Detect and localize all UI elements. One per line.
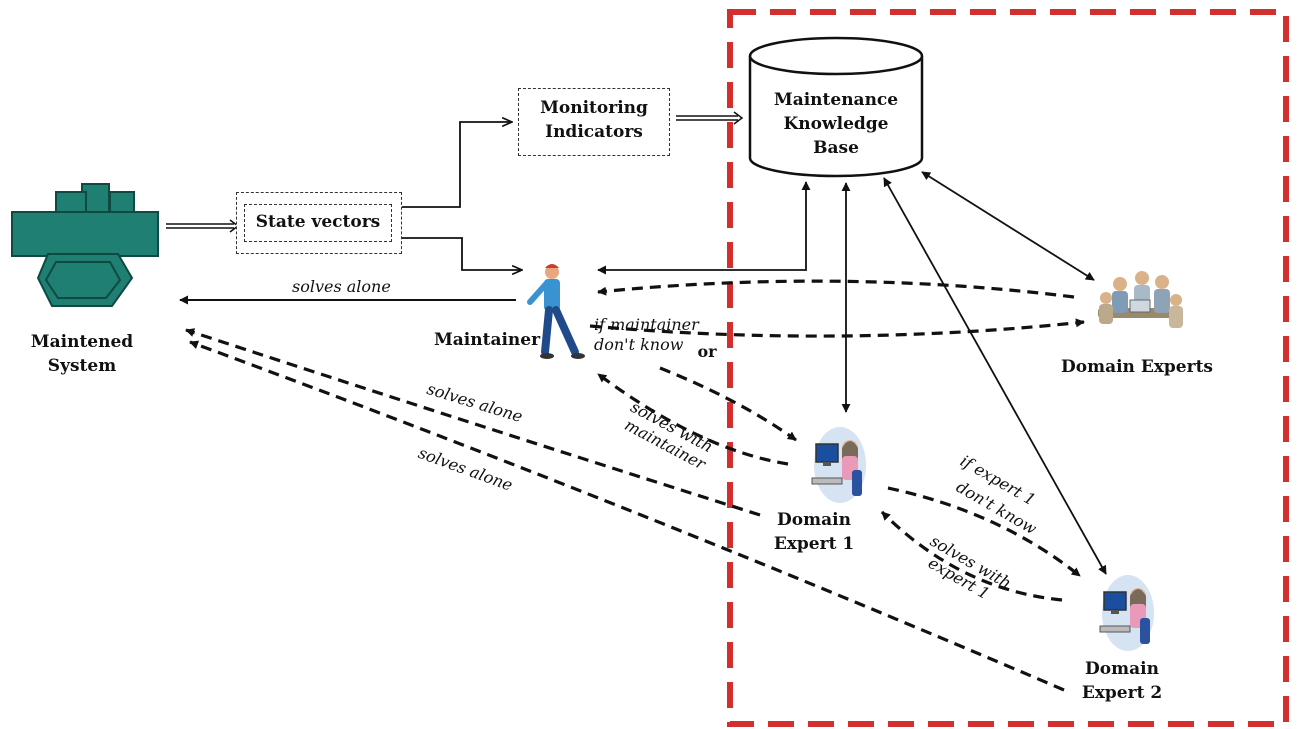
kb-expert2-link xyxy=(883,177,1107,575)
walking-worker-icon xyxy=(527,264,585,359)
if-maintainer-label-2: don't know xyxy=(594,335,684,354)
expert1-to-maintainer-arrow xyxy=(597,372,789,466)
monitoring-indicators-label: Monitoring Indicators xyxy=(540,98,648,142)
or-label: or xyxy=(697,342,717,361)
domain-expert-1-label: Domain Expert 1 xyxy=(773,510,855,554)
state-to-maintainer-arrow xyxy=(400,237,522,270)
expert-zone-boundary xyxy=(727,9,1289,727)
maintainer-label: Maintainer xyxy=(433,330,541,350)
experts-to-maintainer-arrow xyxy=(597,279,1075,299)
knowledge-base-label: Maintenance Knowledge Base xyxy=(773,90,899,158)
maintained-system-label: Maintened System xyxy=(30,332,134,376)
expert-group-icon xyxy=(1098,271,1183,328)
state-to-monitoring-arrow xyxy=(400,122,512,208)
kb-experts-link xyxy=(921,171,1095,281)
monitoring-to-kb-arrow xyxy=(676,111,744,125)
state-vectors-box: State vectors xyxy=(244,204,392,242)
knowledge-base-cylinder xyxy=(748,36,924,178)
monitoring-indicators-box xyxy=(518,88,670,156)
maintainer-solves-alone-label: solves alone xyxy=(292,277,391,296)
domain-expert-2-label: Domain Expert 2 xyxy=(1081,659,1163,703)
expert2-solves-alone-arrow xyxy=(189,340,1065,692)
domain-experts-label: Domain Experts xyxy=(1061,357,1213,377)
expert1-to-expert2-arrow xyxy=(887,486,1081,578)
computer-user-icon xyxy=(1099,575,1154,651)
expert2-to-expert1-arrow xyxy=(880,510,1063,602)
kb-maintainer-link xyxy=(597,181,811,275)
computer-user-icon xyxy=(811,427,866,503)
machine-to-state-vectors-arrow xyxy=(166,219,240,233)
cnc-machine-icon xyxy=(11,183,159,307)
if-maintainer-label-1: if maintainer xyxy=(594,315,699,334)
maintainer-to-expert1-arrow xyxy=(659,366,797,442)
expert1-solves-alone-arrow xyxy=(185,328,761,517)
dashed-flows xyxy=(185,279,1085,692)
